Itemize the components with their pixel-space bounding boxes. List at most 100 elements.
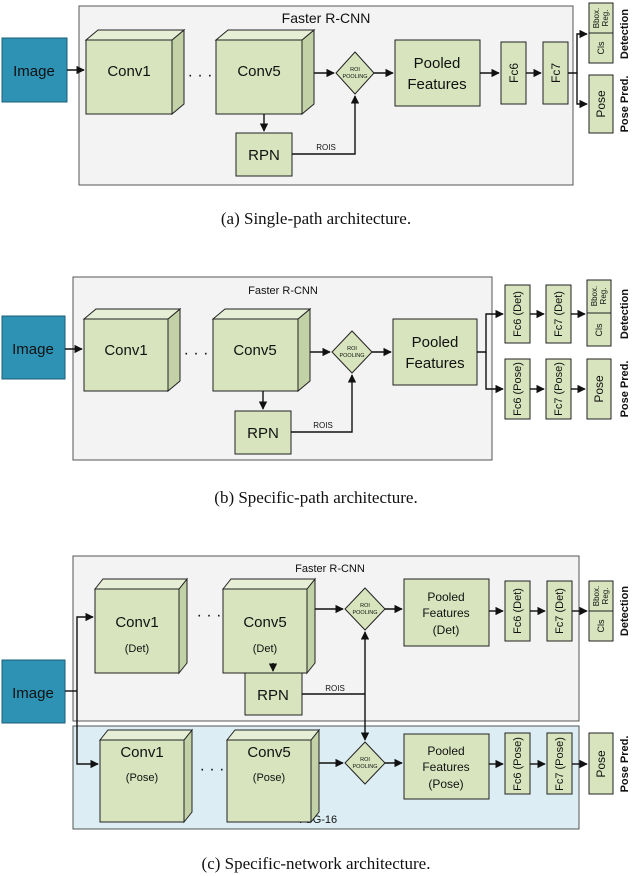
- fc7-det-box-c: [546, 580, 573, 642]
- roi-pooling-diamond-a: [335, 51, 375, 95]
- ellipsis-det-c: · · ·: [197, 607, 222, 624]
- fc6-pose-box-b: [504, 358, 531, 420]
- rois-label-c: ROIS: [325, 684, 345, 693]
- pose-box-a: [588, 74, 614, 134]
- pose-tag-pooled-c: (Pose): [428, 777, 463, 791]
- pooled-label-b: Pooled: [412, 334, 459, 351]
- conv5-det-side-c: [306, 577, 316, 675]
- panel-b: Faster R-CNN Image Conv1 · · · Conv5 ROI…: [1, 276, 631, 507]
- reg-label-c: Reg.: [601, 588, 610, 605]
- fc7-det-box-b: [545, 284, 572, 344]
- features-pose-label-c: Features: [422, 760, 469, 774]
- pooled-features-box-a: [394, 39, 481, 107]
- cls-label-a: Cls: [596, 41, 606, 54]
- image-label-a: Image: [13, 63, 55, 80]
- conv1-box-a: [85, 39, 173, 115]
- det-tag-conv5-c: (Det): [253, 643, 277, 655]
- conv1-box-b: [83, 318, 169, 392]
- pose-tag-conv1-c: (Pose): [126, 772, 158, 784]
- ellipsis-a: · · ·: [188, 67, 213, 84]
- bbox-reg-box-c: [588, 580, 614, 612]
- bbox-label-a: Bbox.: [592, 8, 601, 28]
- image-box-c: [1, 659, 66, 724]
- fc6-det-box-b: [504, 284, 531, 344]
- pose-label-c: Pose: [594, 750, 608, 778]
- ellipsis-pose-c: · · ·: [200, 761, 225, 778]
- roi-pooling-diamond-det-c: [344, 587, 386, 631]
- faster-rcnn-label-c: Faster R-CNN: [295, 563, 365, 575]
- pooled-features-det-box-c: [403, 578, 490, 647]
- conv1-det-top-c: [93, 578, 189, 590]
- pooling-label-det-c: POOLING: [352, 610, 377, 616]
- det-tag-conv1-c: (Det): [125, 643, 149, 655]
- fc6-det-box-c: [504, 580, 531, 642]
- faster-rcnn-label-b: Faster R-CNN: [248, 285, 318, 297]
- arrow-image-conv1pose-c: [76, 691, 99, 769]
- roi-label-a: ROI: [350, 67, 360, 73]
- pose-pred-label-b: Pose Pred.: [619, 361, 631, 418]
- detection-label-a: Detection: [619, 9, 631, 59]
- pooled-det-label-c: Pooled: [427, 590, 464, 604]
- conv5-pose-label-c: Conv5: [247, 744, 290, 761]
- conv1-det-box-c: [94, 588, 180, 674]
- pooled-label-a: Pooled: [414, 55, 461, 72]
- image-label-b: Image: [12, 341, 54, 358]
- features-label-a: Features: [407, 76, 466, 93]
- conv5-det-label-c: Conv5: [243, 614, 286, 631]
- ellipsis-b: · · ·: [184, 345, 209, 362]
- cls-box-b: [586, 312, 612, 347]
- pose-box-c: [588, 732, 614, 795]
- conv1-det-label-c: Conv1: [115, 614, 158, 631]
- fc6-label-a: Fc6: [507, 63, 521, 83]
- conv1-top-a: [84, 29, 186, 41]
- panel-a: Faster R-CNN Image Conv1 · · · Conv5 ROI…: [1, 2, 631, 228]
- bbox-reg-box-b: [586, 279, 612, 314]
- arrow-pooled-fc6det-b: [477, 309, 504, 353]
- det-tag-pooled-c: (Det): [433, 623, 460, 637]
- caption-b: (b) Specific-path architecture.: [214, 488, 417, 507]
- rpn-box-b: [234, 410, 292, 455]
- panel-c: Faster R-CNN VGG-16 Image Conv1 (Det) · …: [1, 555, 631, 873]
- fc7-det-label-b: Fc7 (Det): [553, 291, 565, 337]
- pooling-label-a: POOLING: [342, 74, 367, 80]
- fc7-pose-label-c: Fc7 (Pose): [554, 737, 566, 791]
- fc6-pose-label-b: Fc6 (Pose): [512, 362, 524, 416]
- rpn-label-a: RPN: [248, 147, 280, 164]
- arrow-pooled-fc6pose-b: [485, 352, 504, 394]
- conv5-pose-box-c: [226, 739, 312, 823]
- arrow-rpn-roi-b: [291, 374, 357, 433]
- cls-label-c: Cls: [596, 619, 606, 632]
- pose-label-a: Pose: [594, 90, 608, 118]
- conv5-box-b: [212, 318, 299, 392]
- fc7-det-label-c: Fc7 (Det): [554, 588, 566, 634]
- pooling-label-b: POOLING: [339, 353, 364, 359]
- pooled-features-pose-box-c: [403, 733, 490, 800]
- cls-box-a: [588, 32, 614, 64]
- pooled-features-box-b: [392, 318, 478, 386]
- fc7-box-a: [542, 41, 569, 105]
- reg-label-a: Reg.: [601, 10, 610, 27]
- conv1-top-b: [82, 308, 182, 320]
- caption-c: (c) Specific-network architecture.: [202, 854, 431, 873]
- faster-rcnn-label-a: Faster R-CNN: [282, 10, 371, 26]
- pose-box-b: [586, 358, 612, 420]
- cls-label-b: Cls: [594, 323, 604, 336]
- conv5-det-box-c: [222, 588, 308, 674]
- image-label-c: Image: [12, 685, 54, 702]
- features-det-label-c: Features: [422, 606, 469, 620]
- fc7-label-a: Fc7: [549, 63, 563, 83]
- pose-pred-label-c: Pose Pred.: [619, 736, 631, 793]
- rpn-label-b: RPN: [247, 425, 279, 442]
- pooled-pose-label-c: Pooled: [427, 744, 464, 758]
- fc6-det-label-c: Fc6 (Det): [512, 588, 524, 634]
- caption-a: (a) Single-path architecture.: [221, 209, 411, 228]
- fc6-pose-label-c: Fc6 (Pose): [512, 737, 524, 791]
- conv5-top-b: [211, 308, 312, 320]
- roi-label-b: ROI: [347, 346, 357, 352]
- conv5-top-a: [214, 29, 316, 41]
- rois-label-a: ROIS: [316, 143, 336, 152]
- bbox-reg-box-a: [588, 2, 614, 34]
- arrow-rpn-roi-a: [292, 95, 360, 155]
- image-box-b: [1, 315, 66, 380]
